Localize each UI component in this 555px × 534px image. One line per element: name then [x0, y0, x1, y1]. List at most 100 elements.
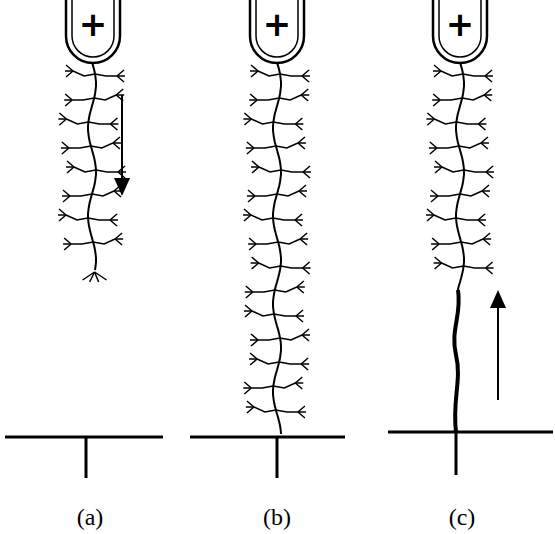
streamer-stroke — [486, 172, 493, 178]
streamer-stroke — [258, 71, 280, 76]
streamer-stroke — [456, 62, 464, 290]
streamer-stroke — [430, 142, 437, 148]
streamer-stroke — [484, 95, 491, 101]
electrode — [256, 0, 298, 57]
streamer-stroke — [434, 71, 441, 77]
panel-label: (a) — [77, 505, 104, 529]
polarity-sign: + — [263, 7, 292, 41]
streamer-stroke — [113, 137, 120, 143]
streamer-stroke — [92, 191, 114, 196]
streamer-stroke — [433, 100, 440, 106]
electrode — [439, 0, 481, 57]
streamer-stroke — [67, 161, 74, 167]
streamer-stroke — [274, 314, 296, 316]
streamer-stroke — [273, 122, 295, 124]
streamer-stroke — [303, 166, 310, 172]
streamer-stroke — [435, 167, 442, 173]
streamer-stroke — [65, 100, 72, 106]
streamer-stroke — [117, 70, 124, 76]
electrode — [250, 0, 304, 63]
streamer-stroke — [254, 407, 276, 412]
panel-label: (c) — [449, 505, 476, 529]
polarity-sign: + — [446, 7, 475, 41]
streamer-stroke — [303, 262, 310, 268]
streamer-stroke — [93, 239, 115, 244]
streamer-stroke — [435, 161, 442, 167]
streamer-stroke — [295, 214, 302, 220]
streamer-stroke — [245, 311, 252, 317]
streamer-stroke — [116, 89, 123, 95]
streamer-stroke — [247, 407, 254, 413]
streamer-stroke — [250, 353, 257, 359]
streamer-stroke — [301, 364, 308, 370]
streamer-stroke — [59, 209, 66, 215]
streamer-stroke — [259, 167, 281, 172]
streamer-stroke — [63, 196, 70, 202]
streamer-stroke — [435, 263, 442, 269]
streamer-stroke — [251, 334, 258, 340]
streamer-stroke — [250, 359, 257, 365]
streamer-stroke — [434, 65, 441, 71]
streamer-stroke — [281, 266, 303, 268]
streamer-stroke — [116, 95, 123, 101]
streamer-stroke — [247, 148, 254, 154]
streamer-stroke — [70, 194, 92, 196]
streamer-stroke — [279, 95, 301, 100]
streamer-stroke — [59, 119, 66, 125]
streamer-stroke — [59, 215, 66, 221]
electrode — [66, 0, 120, 63]
streamer-stroke — [300, 233, 307, 239]
streamer-stroke — [427, 215, 434, 221]
streamer-stroke — [66, 71, 73, 77]
streamer-stroke — [440, 98, 462, 100]
streamer-stroke — [95, 74, 117, 76]
streamer-stroke — [244, 382, 251, 388]
streamer-stroke — [277, 191, 299, 196]
streamer-stroke — [247, 401, 254, 407]
electrode — [72, 0, 114, 57]
streamer-stroke — [486, 262, 493, 268]
streamer-stroke — [245, 305, 252, 311]
streamer-stroke — [430, 148, 437, 154]
streamer-stroke — [299, 191, 306, 197]
streamer-stroke — [276, 410, 298, 412]
streamer-stroke — [275, 287, 297, 292]
streamer-stroke — [298, 406, 305, 412]
streamer-stroke — [257, 359, 279, 364]
streamer-stroke — [482, 191, 489, 197]
streamer-stroke — [301, 95, 308, 101]
streamer-stroke — [456, 122, 478, 124]
streamer-stroke — [251, 65, 258, 71]
streamer-stroke — [459, 143, 481, 148]
streamer-stroke — [88, 218, 110, 220]
streamer-stroke — [434, 215, 456, 220]
streamer-stroke — [62, 142, 69, 148]
streamer-stroke — [74, 167, 96, 172]
streamer-stroke — [438, 194, 460, 196]
streamer-stroke — [256, 242, 278, 244]
streamer-stroke — [303, 268, 310, 274]
streamer-stroke — [244, 209, 251, 215]
streamer-stroke — [442, 263, 464, 268]
streamer-stroke — [302, 335, 309, 341]
streamer-stroke — [114, 191, 121, 197]
streamer-stroke — [248, 190, 255, 196]
streamer-stroke — [486, 268, 493, 274]
streamer-stroke — [110, 214, 117, 220]
streamer-stroke — [63, 190, 70, 196]
streamer-stroke — [71, 242, 93, 244]
streamer-stroke — [431, 190, 438, 196]
streamer-stroke — [66, 119, 88, 124]
streamer-stroke — [441, 71, 463, 76]
streamer-stroke — [94, 95, 116, 100]
streamer-stroke — [91, 143, 113, 148]
streamer-stroke — [244, 113, 251, 119]
streamer-stroke — [88, 62, 96, 270]
streamer-stroke — [251, 71, 258, 77]
streamer-stroke — [432, 238, 439, 244]
streamer-stroke — [296, 316, 303, 322]
streamer-stroke — [115, 239, 122, 245]
streamer-stroke — [251, 340, 258, 346]
direction-arrow — [497, 298, 499, 400]
streamer-stroke — [303, 172, 310, 178]
